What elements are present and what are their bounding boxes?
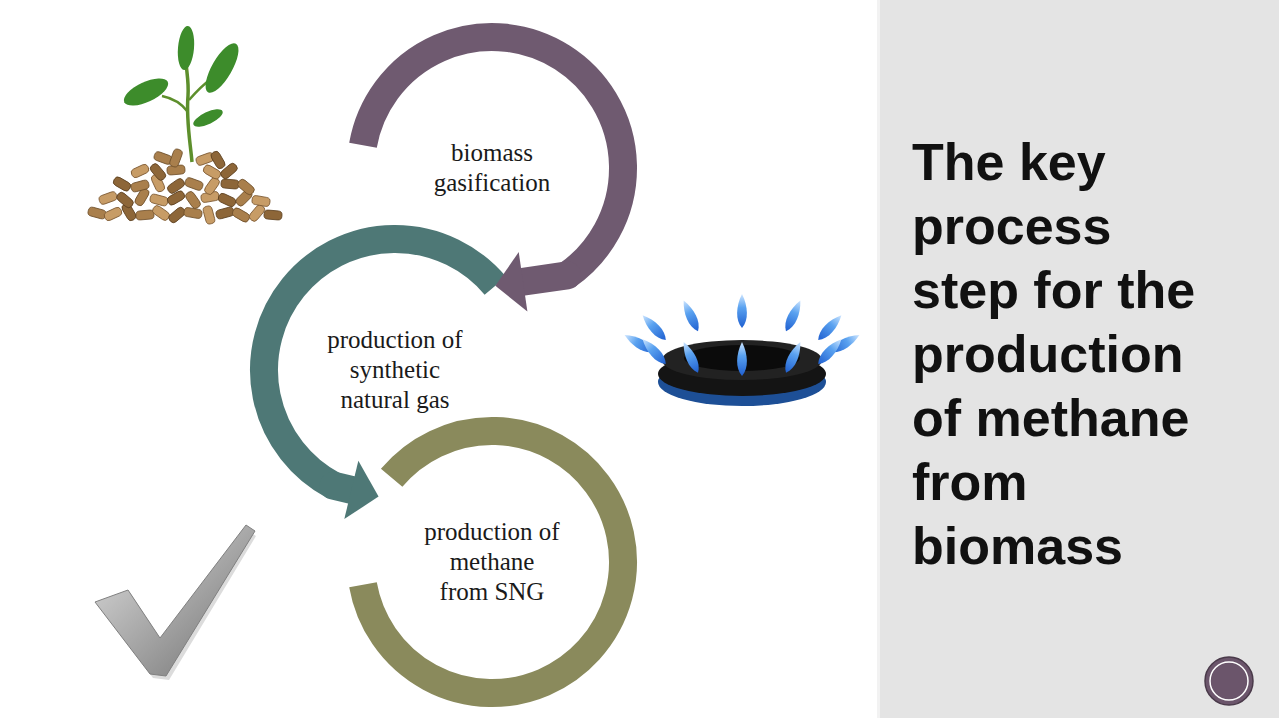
flame [639,336,669,368]
seedling [120,25,245,162]
leaf [176,25,196,70]
slide-title: The key process step for the production … [912,130,1224,578]
pellet [87,206,107,219]
pellet [151,204,171,222]
pellet [130,179,150,192]
flame [815,312,845,344]
checkmark [95,525,255,676]
pellet [130,163,150,179]
pellet [166,177,186,195]
pellet [136,210,155,221]
pellet [184,177,204,192]
arrow-shaft [333,486,351,490]
pellet [217,192,237,208]
flame [737,342,747,376]
pellet [251,195,270,207]
pellet [221,179,240,190]
pellet [184,190,202,210]
gas-burner [622,294,862,406]
pellet [103,206,123,222]
leaf [120,73,172,111]
burner-top [662,340,822,380]
cycle-arrow-node: production of methane from SNG [347,417,637,707]
pellet [210,150,227,170]
process-arrow [495,252,567,311]
flame [782,340,805,375]
step-label: production of methane from SNG [423,517,561,607]
slide-badge [1205,657,1253,705]
leaf [199,39,244,97]
pellet [115,191,135,209]
stem [162,96,188,112]
pellet [231,207,251,224]
panel-edge [877,0,880,718]
flame [679,298,702,333]
pellet [169,148,184,168]
pellet [202,205,215,225]
flame [679,340,702,375]
leaf [191,106,225,130]
pellet [203,176,221,196]
ring-arc [363,431,623,693]
step-label: biomass gasification [412,138,572,198]
pellet [149,193,169,206]
side-panel [877,0,1279,718]
pellet [98,191,118,206]
pellet [183,207,202,219]
pellet [112,176,132,193]
pellet [215,206,235,219]
pellet [236,178,256,196]
step-label: production of synthetic natural gas [315,325,475,415]
flame [737,294,747,328]
biomass-pellets [87,148,282,225]
flame [815,336,845,368]
pellet [264,210,283,221]
process-arrow [333,461,378,519]
arrow-head [344,461,378,519]
pellet [149,162,167,182]
flame [639,312,669,344]
arrow-shaft [523,275,567,281]
pellet [167,206,187,224]
flame [782,298,805,333]
slide-badge-ring [1210,662,1248,700]
